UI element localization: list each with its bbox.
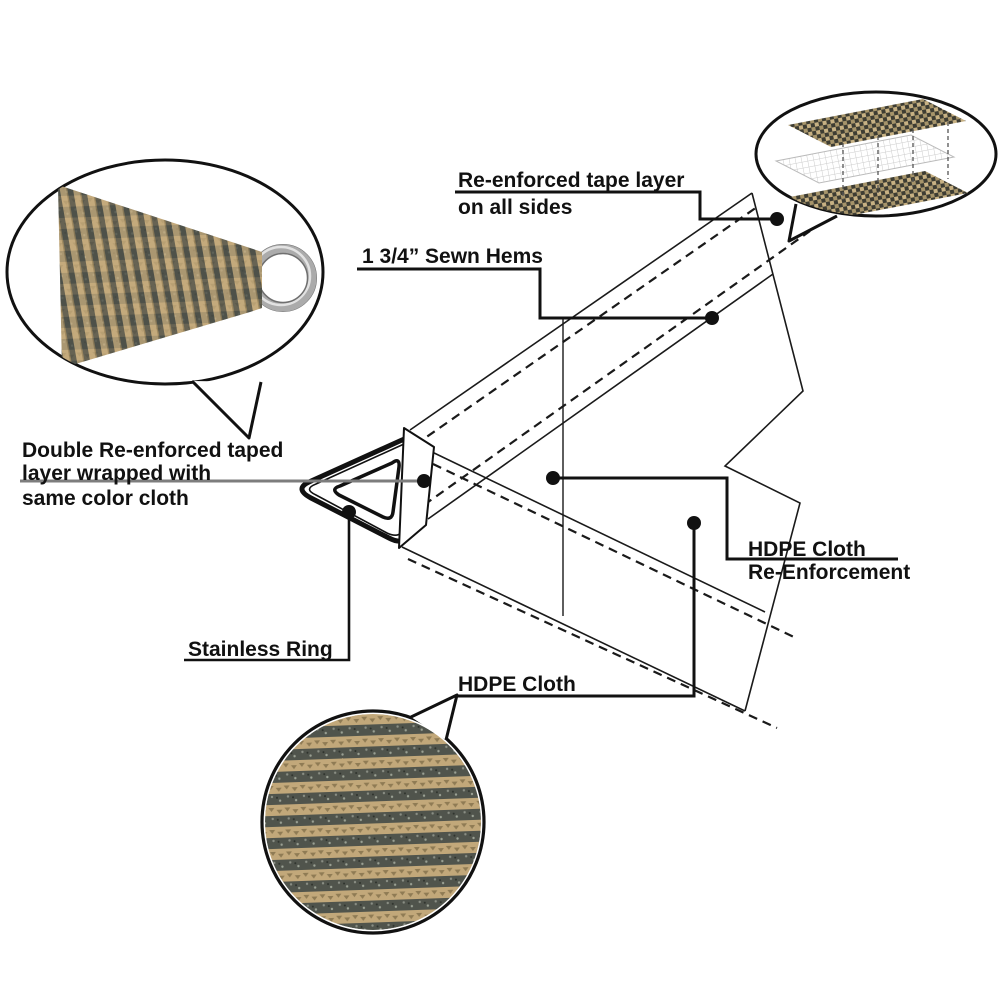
leader-sewn-hems (357, 267, 712, 320)
dot-hdpe-reinforcement (546, 471, 560, 485)
leader-hdpe-cloth (455, 523, 696, 698)
layer-stack (774, 99, 968, 216)
torn-edge (723, 192, 804, 712)
sail-corner-lines (401, 192, 811, 730)
stitch-line-bottom-outer (407, 557, 778, 730)
detail-bubble-layers (754, 90, 998, 243)
dot-stainless-ring (342, 505, 356, 519)
cloth-texture-photo (265, 714, 481, 930)
fabric-corner-texture (58, 185, 262, 368)
label-hdpe-reinforcement-line2: Re-Enforcement (748, 561, 910, 584)
fabric-wrap (398, 427, 435, 549)
label-double-taped-line1: Double Re-enforced taped (22, 439, 283, 462)
bottom-hem-inner-edge (429, 450, 766, 613)
stitch-line-top-outer (414, 206, 758, 446)
bubble-tail (787, 203, 838, 243)
leader-tape-layer (455, 190, 777, 221)
detail-bubble-cloth-texture (260, 693, 486, 935)
dot-hdpe-cloth (687, 516, 701, 530)
label-hdpe-reinforcement-line1: HDPE Cloth (748, 538, 866, 561)
detail-bubble-corner-photo (5, 158, 325, 440)
mesh-layer (774, 134, 956, 184)
leader-dots (342, 212, 784, 530)
stitch-lines (407, 206, 811, 730)
stitch-line-bottom-inner (432, 463, 799, 640)
top-fabric-layer (788, 99, 966, 147)
dot-sewn-hems (705, 311, 719, 325)
stitch-line-top-inner (423, 230, 811, 506)
leader-stainless-ring (184, 513, 351, 662)
bottom-fabric-layer (790, 171, 968, 216)
label-double-taped-line2: layer wrapped with (22, 462, 211, 485)
corner-photo (58, 185, 317, 368)
label-hdpe-cloth: HDPE Cloth (458, 673, 576, 696)
ring-inner-hole (333, 459, 401, 520)
layer-stitch-connectors (842, 122, 949, 200)
leader-hdpe-reinforcement (553, 476, 898, 561)
bubble-tail (410, 693, 459, 741)
leader-lines (20, 190, 898, 698)
labels: Re-enforced tape layer on all sides 1 3/… (22, 169, 910, 696)
label-double-taped-line3: same color cloth (22, 487, 189, 510)
dot-tape-layer (770, 212, 784, 226)
triangle-ring (299, 427, 435, 549)
top-hem-outer-edge (409, 192, 753, 431)
label-stainless-ring: Stainless Ring (188, 638, 333, 661)
bottom-hem-outer-edge (401, 546, 746, 712)
label-tape-layer-line2: on all sides (458, 196, 572, 219)
bubble-tail (190, 379, 263, 440)
label-sewn-hems: 1 3/4” Sewn Hems (362, 245, 543, 268)
dot-double-taped (417, 474, 431, 488)
label-tape-layer-line1: Re-enforced tape layer (458, 169, 684, 192)
